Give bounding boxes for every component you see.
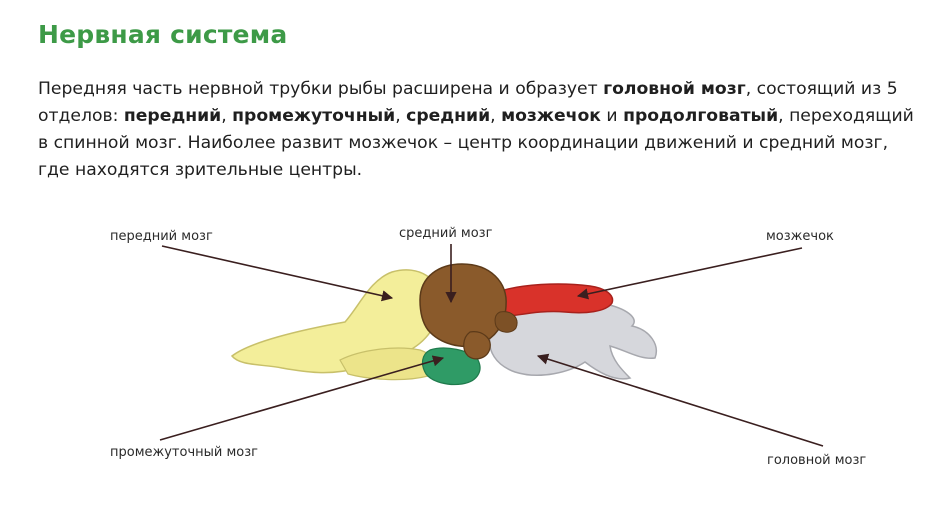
midbrain-side-lobe bbox=[494, 311, 518, 333]
label-midbrain: средний мозг bbox=[399, 226, 493, 241]
forebrain-pointer bbox=[161, 245, 394, 302]
description-paragraph: Передняя часть нервной трубки рыбы расши… bbox=[38, 76, 918, 184]
text-span: и bbox=[600, 106, 624, 126]
brain-illustration bbox=[230, 263, 657, 386]
bold-term-diencephalon: промежуточный bbox=[232, 106, 396, 126]
brain-pointer bbox=[536, 353, 824, 447]
bold-term-brain: головной мозг bbox=[603, 79, 746, 99]
label-brain: головной мозг bbox=[767, 453, 866, 468]
page-title: Нервная система bbox=[38, 20, 288, 49]
text-span: , bbox=[395, 106, 407, 126]
text-span: , переходящий в спинной мозг. Наиболее р… bbox=[38, 106, 914, 180]
label-forebrain: передний мозг bbox=[110, 229, 213, 244]
bold-term-medulla: продолговатый bbox=[623, 106, 779, 126]
bold-term-cerebellum: мозжечок bbox=[501, 106, 601, 126]
bold-term-midbrain: средний bbox=[406, 106, 491, 126]
label-diencephalon: промежуточный мозг bbox=[110, 445, 258, 460]
medulla-shape bbox=[488, 300, 657, 380]
text-span: , bbox=[490, 106, 502, 126]
label-cerebellum: мозжечок bbox=[766, 229, 834, 244]
midbrain-lower-lobe bbox=[463, 331, 491, 360]
text-span: , bbox=[221, 106, 233, 126]
diencephalon-pointer bbox=[159, 355, 445, 441]
cerebellum-pointer bbox=[576, 247, 803, 300]
pointer-lines bbox=[159, 244, 824, 447]
fish-brain-diagram: передний мозг средний мозг мозжечок пром… bbox=[110, 226, 866, 468]
cerebellum-shape bbox=[496, 283, 614, 317]
text-span: Передняя часть нервной трубки рыбы расши… bbox=[38, 79, 604, 99]
midbrain-shape bbox=[419, 263, 507, 348]
bold-term-forebrain: передний bbox=[123, 106, 222, 126]
text-span: , состоящий из 5 отделов: bbox=[38, 79, 898, 126]
